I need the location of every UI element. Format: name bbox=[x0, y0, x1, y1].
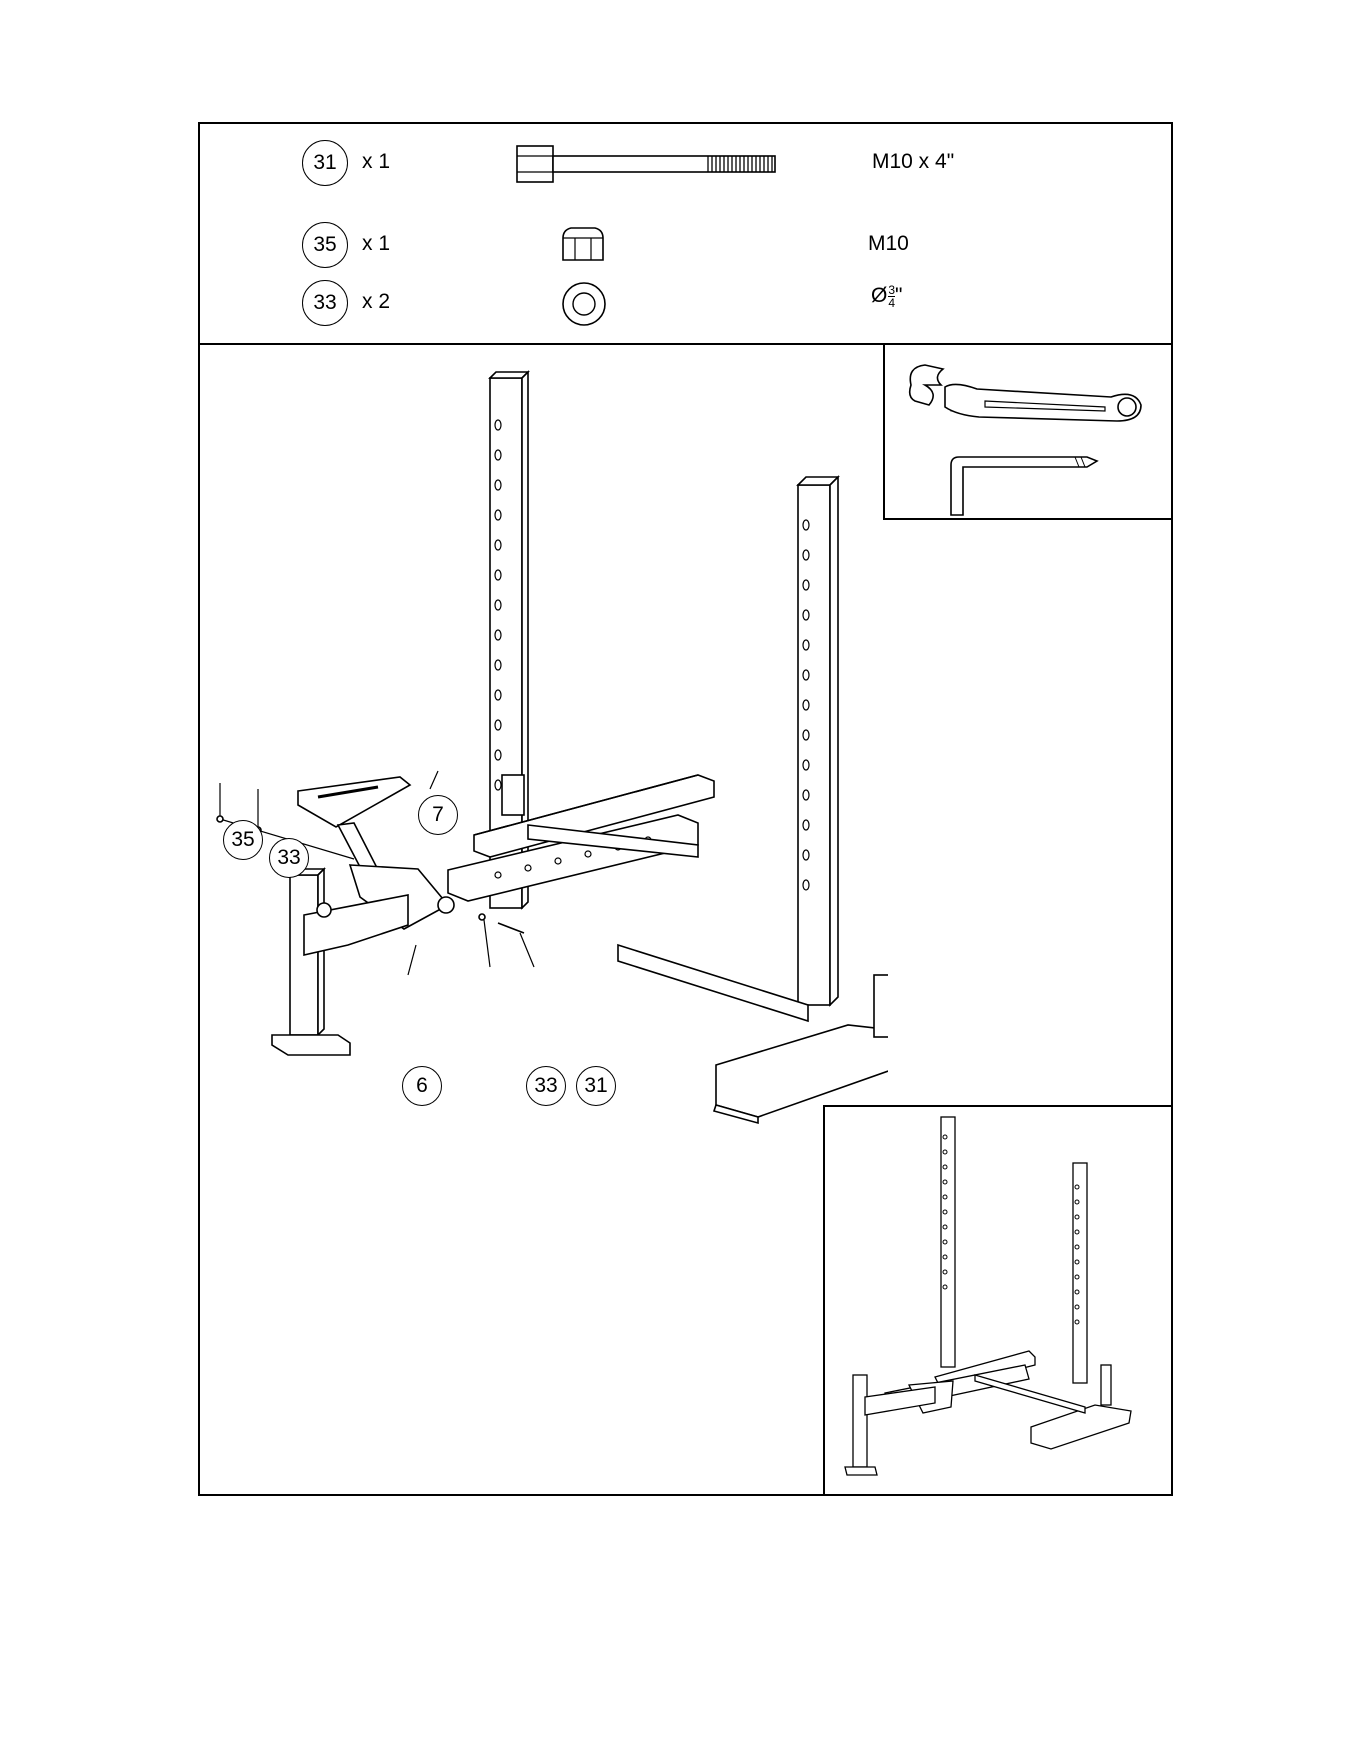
callout-part-6: 6 bbox=[402, 1066, 442, 1106]
part-number-badge: 35 bbox=[302, 222, 348, 268]
base-rail bbox=[618, 945, 808, 1021]
bolt-31 bbox=[498, 923, 524, 933]
base-foot-right bbox=[716, 1025, 888, 1117]
callout-part-7: 7 bbox=[418, 795, 458, 835]
hardware-row-nut: 35 x 1 M10 bbox=[198, 222, 1173, 272]
quantity-label: x 1 bbox=[362, 150, 390, 174]
part-number-badge: 33 bbox=[302, 280, 348, 326]
hardware-row-bolt: 31 x 1 M10 x 4" bbox=[198, 140, 1173, 190]
callout-part-35: 35 bbox=[223, 820, 263, 860]
callout-part-31: 31 bbox=[576, 1066, 616, 1106]
washer-33-right bbox=[479, 914, 485, 920]
bolt-icon bbox=[516, 142, 778, 186]
quantity-label: x 2 bbox=[362, 290, 390, 314]
part-number-badge: 31 bbox=[302, 140, 348, 186]
spec-label: M10 bbox=[868, 232, 909, 256]
nut-icon bbox=[560, 224, 606, 264]
upright-right bbox=[798, 477, 838, 1005]
callout-part-33: 33 bbox=[269, 838, 309, 878]
allen-key-icon bbox=[885, 345, 1173, 518]
assembly-drawing bbox=[198, 345, 888, 1165]
washer-icon bbox=[560, 280, 608, 328]
completed-assembly-drawing bbox=[825, 1107, 1173, 1496]
spec-label: M10 x 4" bbox=[872, 150, 954, 174]
nut-35 bbox=[217, 816, 223, 822]
completed-assembly-inset bbox=[823, 1105, 1173, 1496]
hardware-list: 31 x 1 M10 x 4" 35 x 1 bbox=[198, 122, 1173, 345]
quantity-label: x 1 bbox=[362, 232, 390, 256]
callout-part-33: 33 bbox=[526, 1066, 566, 1106]
tools-box bbox=[883, 345, 1173, 520]
